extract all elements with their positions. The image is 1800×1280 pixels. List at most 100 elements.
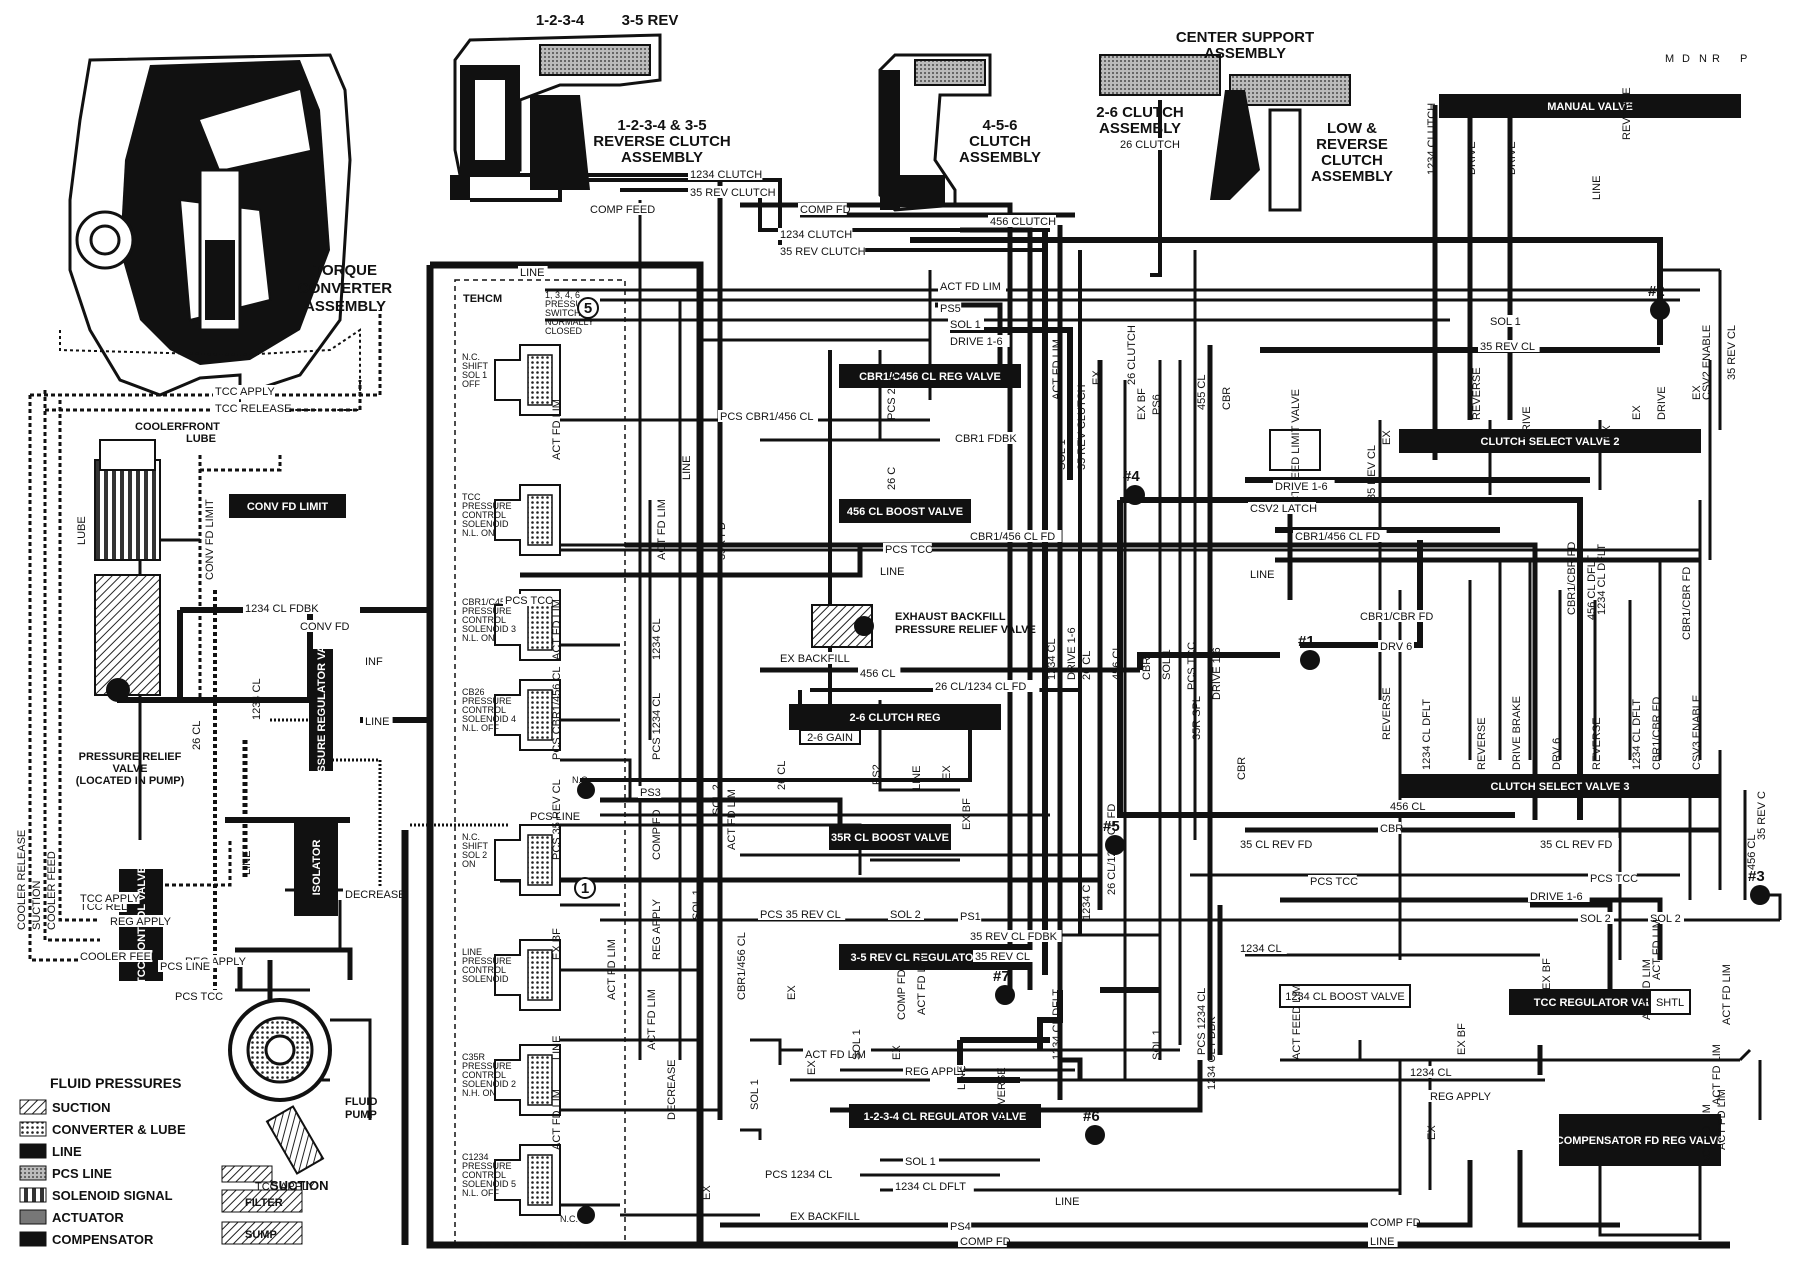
- passage-label-132: PCS 1234 CL: [1196, 988, 1208, 1055]
- passage-label-30: 456 CL: [860, 668, 895, 680]
- passage-label-159: ACT FD LIM: [551, 399, 563, 460]
- checkball-1-label: #1: [1298, 633, 1315, 650]
- passage-label-180: CBR1/456 CL: [736, 932, 748, 1000]
- manual-valve-positions: M D N R P: [1665, 53, 1747, 65]
- passage-label-bg-59: [763, 1168, 838, 1180]
- passage-label-79: COOLER RELEASE: [16, 830, 28, 930]
- solenoid-5-text-3: SOL 2: [462, 850, 487, 860]
- passage-label-90: DRIVE: [1506, 141, 1518, 175]
- valve-18: 1-2-3-4 CL REGULATOR VALVE: [849, 1104, 1041, 1128]
- passage-label-bg-53: [803, 1048, 871, 1060]
- passage-label-36: 456 CL: [1390, 801, 1425, 813]
- passage-label-bg-11: [938, 302, 962, 314]
- valve-2-label: CBR1/C456 CL REG VALVE: [859, 371, 1001, 383]
- pressure-relief-label-3: (LOCATED IN PUMP): [76, 775, 185, 787]
- passage-label-15: SOL 1: [1490, 316, 1521, 328]
- passage-label-bg-43: [888, 908, 924, 920]
- passage-label-102: 35 REV CL: [1366, 445, 1378, 500]
- passage-label-2: 35 REV CLUTCH: [690, 187, 776, 199]
- passage-label-bg-64: [1368, 1235, 1398, 1247]
- clutch-35-top-label: 3-5 REV: [622, 12, 679, 29]
- passage-label-85: CBR: [1221, 387, 1233, 410]
- passage-label-bg-21: [968, 530, 1062, 542]
- passage-label-118: 1234 CL: [1046, 638, 1058, 680]
- solenoid-6-text-4: SOLENOID: [462, 974, 509, 984]
- legend-swatch-5: [19, 1187, 47, 1203]
- low-reverse-label-1: LOW &: [1327, 120, 1377, 137]
- legend-swatch-3: [19, 1143, 47, 1159]
- passage-label-bg-29: [778, 652, 853, 664]
- torque-converter-label-3: ASSEMBLY: [304, 298, 386, 315]
- passage-label-109: REVERSE: [1476, 717, 1488, 770]
- passage-label-105: CBR1/CBR FD: [1566, 542, 1578, 615]
- passage-label-112: REVERSE: [1591, 717, 1603, 770]
- solenoid-3-text-4: SOLENOID 3: [462, 624, 516, 634]
- valve-16-label: TCC REGULATOR VALVE: [1534, 997, 1666, 1009]
- solenoid-8-text-5: N.L. OFF: [462, 1188, 500, 1198]
- passage-label-45: SOL 2: [1650, 913, 1681, 925]
- valve-12-label: 35R CL BOOST VALVE: [831, 832, 949, 844]
- passage-label-99: EX: [1691, 385, 1703, 400]
- pressure-switches-line-4: NORMALLY: [545, 317, 594, 327]
- passage-label-69: LINE: [365, 716, 389, 728]
- passage-label-bg-13: [948, 335, 1010, 347]
- passage-label-93: EX: [1381, 430, 1393, 445]
- passage-label-80: TCC APPLY: [80, 893, 140, 905]
- circled-markers: 5 1 N.C. N.C.: [560, 297, 599, 1224]
- manual-pos-n: N: [1699, 53, 1707, 65]
- passage-label-44: SOL 2: [1580, 913, 1611, 925]
- valve-4: CLUTCH SELECT VALVE 2: [1399, 429, 1701, 453]
- passage-label-100: 35 REV CL: [1726, 325, 1738, 380]
- passage-label-35: PCS LINE: [530, 811, 580, 823]
- passage-label-26: LINE: [880, 566, 904, 578]
- passage-label-bg-28: [503, 594, 552, 606]
- passage-label-73: REG APPLY: [110, 916, 172, 928]
- exhaust-backfill-label-2: PRESSURE RELIEF VALVE: [895, 624, 1036, 636]
- valve-14: CLUTCH SELECT VALVE 3: [1399, 774, 1721, 798]
- passage-label-147: COMP FD: [896, 969, 908, 1020]
- legend-box-sump-label: SUMP: [245, 1229, 277, 1241]
- passage-label-117: 35 REV C: [1756, 791, 1768, 840]
- passage-label-bg-56: [1428, 1090, 1490, 1102]
- passage-label-10: ACT FD LIM: [940, 281, 1001, 293]
- passage-label-28: PCS TCC: [505, 595, 553, 607]
- passage-label-176: DECREASE: [666, 1059, 678, 1120]
- passage-label-bg-55: [1408, 1066, 1457, 1078]
- passage-label-113: CBR1/CBR FD: [1651, 697, 1663, 770]
- passage-label-97: EX: [1631, 405, 1643, 420]
- passage-label-183: 26 CL: [191, 721, 203, 750]
- passage-label-bg-72: [158, 960, 214, 972]
- solenoid-2-text-2: PRESSURE: [462, 501, 512, 511]
- passage-label-167: 1234 CL: [651, 618, 663, 660]
- passage-label-bg-60: [788, 1210, 863, 1222]
- solenoid-4-text-2: PRESSURE: [462, 696, 512, 706]
- passage-label-bg-68: [363, 655, 387, 667]
- passage-label-bg-44: [1578, 912, 1614, 924]
- front-lube-label-2: LUBE: [186, 433, 216, 445]
- passage-label-bg-35: [528, 810, 584, 822]
- passage-label-148: LINE: [911, 766, 923, 790]
- passage-label-9: LINE: [520, 267, 544, 279]
- passage-label-156: ACT FD LIM: [1701, 1104, 1713, 1165]
- passage-label-bg-67: [298, 620, 347, 632]
- legend-item-3: LINE: [52, 1144, 82, 1159]
- passage-label-173: SOL 2: [711, 784, 723, 815]
- passage-label-31: 26 CL/1234 CL FD: [935, 681, 1026, 693]
- passage-label-146: EX: [806, 1060, 818, 1075]
- passage-label-bg-24: [1293, 530, 1387, 542]
- passage-label-53: ACT FD LIM: [805, 1049, 866, 1061]
- passage-label-5: 456 CLUTCH: [990, 216, 1056, 228]
- passage-label-bg-65: [1053, 1195, 1083, 1207]
- torque-converter-assembly: TORQUE CONVERTER ASSEMBLY: [59, 53, 392, 411]
- fluid-pump-label-2: PUMP: [345, 1109, 377, 1121]
- passage-label-bg-34: [638, 786, 662, 798]
- solenoid-5-text-4: ON: [462, 859, 476, 869]
- passage-label-33: DRV 6: [1380, 641, 1412, 653]
- solenoid-8-text-3: CONTROL: [462, 1170, 506, 1180]
- checkball-5: [1105, 835, 1125, 855]
- solenoid-8-text-2: PRESSURE: [462, 1161, 512, 1171]
